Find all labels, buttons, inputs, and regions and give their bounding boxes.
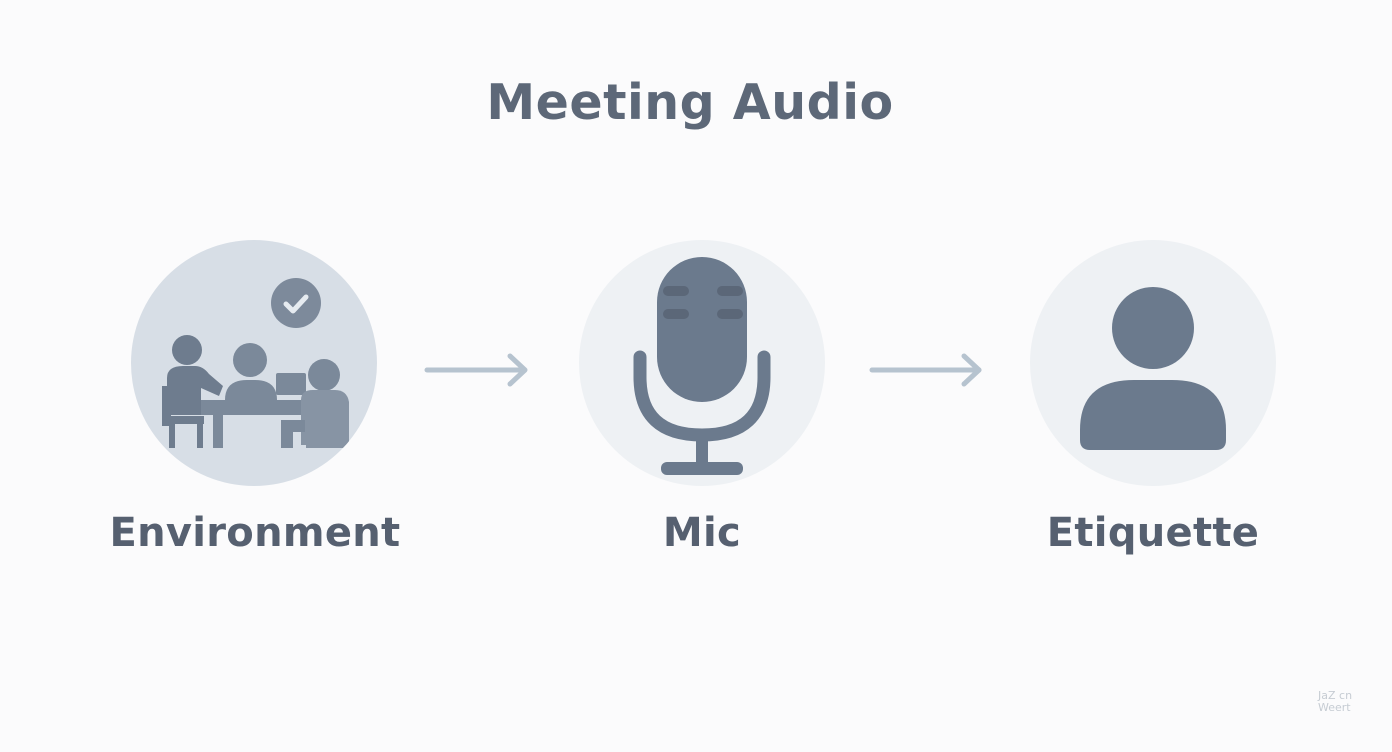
- watermark-line-1: JaZ cn Weert: [1318, 689, 1353, 714]
- person-icon: [1080, 287, 1226, 450]
- mic-circle: [579, 240, 825, 486]
- arrow-right-icon: [869, 353, 982, 387]
- watermark-text: JaZ cn Weert: [1318, 690, 1366, 714]
- environment-circle: [131, 240, 377, 486]
- environment-label: Environment: [109, 510, 401, 556]
- diagram-title: Meeting Audio: [486, 74, 894, 131]
- etiquette-circle: [1030, 240, 1276, 486]
- arrow-right-icon: [424, 353, 528, 387]
- mic-label: Mic: [662, 510, 742, 556]
- etiquette-label: Etiquette: [1046, 510, 1260, 556]
- meeting-table-people-icon: [162, 278, 349, 448]
- microphone-icon: [633, 257, 771, 475]
